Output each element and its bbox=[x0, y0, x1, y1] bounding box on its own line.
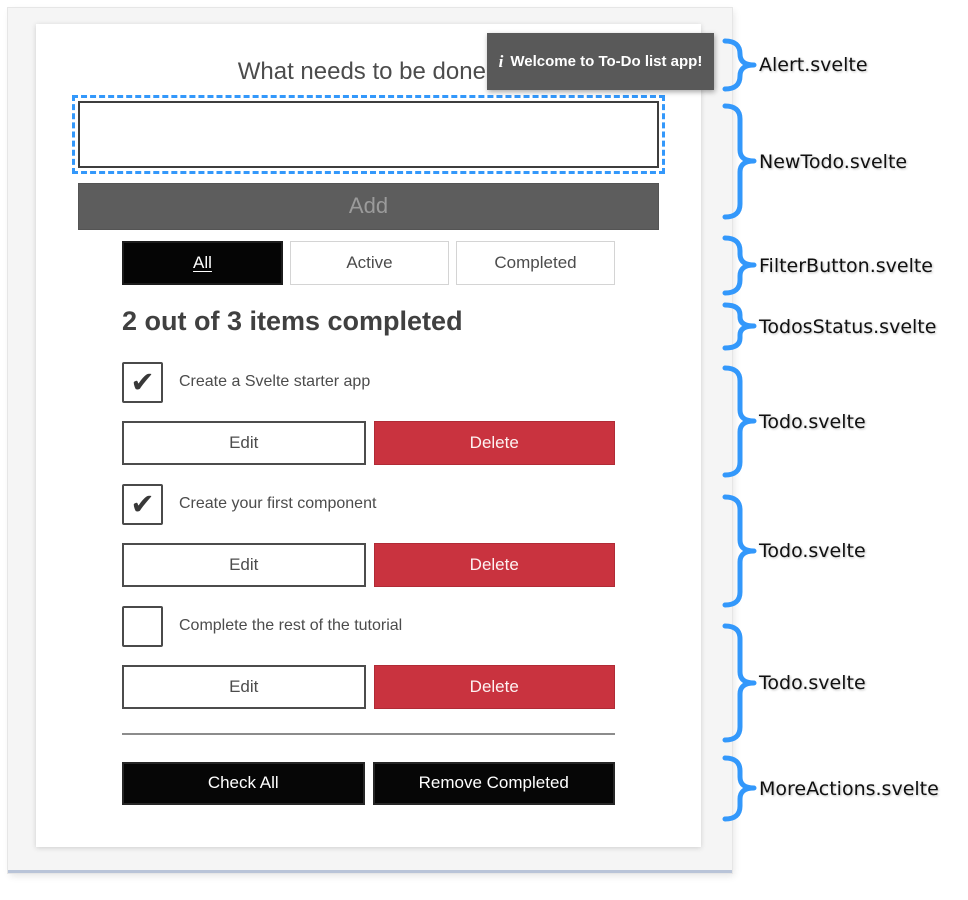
todo-item: ✔ Create a Svelte starter app Edit Delet… bbox=[122, 361, 615, 465]
annotation-label: NewTodo.svelte bbox=[759, 150, 908, 173]
edit-button[interactable]: Edit bbox=[122, 542, 366, 587]
todo-actions: Edit Delete bbox=[122, 664, 615, 709]
brace-icon bbox=[722, 623, 757, 743]
todo-label: Create your first component bbox=[179, 495, 377, 513]
todo-checkbox-unchecked[interactable] bbox=[122, 605, 163, 647]
delete-button[interactable]: Delete bbox=[373, 542, 615, 587]
filter-button-active[interactable]: Active bbox=[290, 240, 449, 285]
todo-actions: Edit Delete bbox=[122, 542, 615, 587]
more-actions-section: Check All Remove Completed bbox=[122, 761, 615, 805]
todo-checkbox-checked[interactable]: ✔ bbox=[122, 483, 163, 525]
annotation-todo-svelte-3: Todo.svelte bbox=[720, 623, 866, 743]
divider bbox=[122, 732, 615, 735]
new-todo-input[interactable] bbox=[72, 94, 665, 174]
edit-button[interactable]: Edit bbox=[122, 664, 366, 709]
alert-toast: i Welcome to To-Do list app! bbox=[487, 33, 714, 90]
todo-label: Complete the rest of the tutorial bbox=[179, 617, 403, 635]
annotation-label: MoreActions.svelte bbox=[759, 777, 939, 800]
add-button[interactable]: Add bbox=[78, 182, 659, 230]
annotation-todosstatus-svelte: TodosStatus.svelte bbox=[720, 302, 936, 351]
delete-button[interactable]: Delete bbox=[373, 664, 615, 709]
brace-icon bbox=[722, 494, 757, 608]
brace-icon bbox=[722, 38, 757, 92]
todo-label: Create a Svelte starter app bbox=[179, 373, 371, 391]
checkmark-icon: ✔ bbox=[130, 364, 155, 399]
todo-checkbox-checked[interactable]: ✔ bbox=[122, 361, 163, 403]
annotation-alert-svelte: Alert.svelte bbox=[720, 38, 868, 92]
checkmark-icon: ✔ bbox=[130, 486, 155, 521]
todo-list-section: All Active Completed 2 out of 3 items co… bbox=[122, 240, 615, 805]
brace-icon bbox=[722, 755, 757, 822]
todo-row: ✔ Create your first component bbox=[122, 483, 615, 525]
brace-icon bbox=[722, 235, 757, 296]
filter-button-all[interactable]: All bbox=[122, 240, 283, 285]
new-todo-section: Add bbox=[72, 94, 665, 230]
todo-row: ✔ Create a Svelte starter app bbox=[122, 361, 615, 403]
brace-icon bbox=[722, 103, 757, 220]
brace-icon bbox=[722, 365, 757, 478]
edit-button[interactable]: Edit bbox=[122, 420, 366, 465]
app-page-frame: What needs to be done? Add All Active Co… bbox=[8, 8, 732, 873]
annotation-todo-svelte-2: Todo.svelte bbox=[720, 494, 866, 608]
page-title: What needs to be done? bbox=[237, 58, 500, 85]
filter-button-completed[interactable]: Completed bbox=[456, 240, 615, 285]
annotation-label: Todo.svelte bbox=[759, 540, 866, 562]
todo-row: Complete the rest of the tutorial bbox=[122, 605, 615, 647]
delete-button[interactable]: Delete bbox=[373, 420, 615, 465]
annotation-newtodo-svelte: NewTodo.svelte bbox=[720, 103, 907, 220]
remove-completed-button[interactable]: Remove Completed bbox=[372, 761, 615, 805]
annotation-label: FilterButton.svelte bbox=[759, 254, 933, 277]
annotation-todo-svelte-1: Todo.svelte bbox=[720, 365, 866, 478]
info-icon: i bbox=[498, 51, 504, 71]
brace-icon bbox=[722, 302, 757, 351]
annotation-moreactions-svelte: MoreActions.svelte bbox=[720, 755, 939, 822]
check-all-button[interactable]: Check All bbox=[122, 761, 365, 805]
todos-status-heading: 2 out of 3 items completed bbox=[122, 305, 463, 336]
alert-message: Welcome to To-Do list app! bbox=[510, 53, 703, 70]
todo-item: ✔ Create your first component Edit Delet… bbox=[122, 483, 615, 587]
filter-button-group: All Active Completed bbox=[122, 240, 615, 285]
annotation-label: Alert.svelte bbox=[759, 54, 868, 76]
annotation-filterbutton-svelte: FilterButton.svelte bbox=[720, 235, 933, 296]
todo-item: Complete the rest of the tutorial Edit D… bbox=[122, 605, 615, 709]
annotation-label: Todo.svelte bbox=[759, 410, 866, 433]
annotation-label: Todo.svelte bbox=[759, 672, 866, 694]
todo-actions: Edit Delete bbox=[122, 420, 615, 465]
todo-app-card: What needs to be done? Add All Active Co… bbox=[36, 24, 701, 847]
annotation-label: TodosStatus.svelte bbox=[759, 315, 937, 338]
